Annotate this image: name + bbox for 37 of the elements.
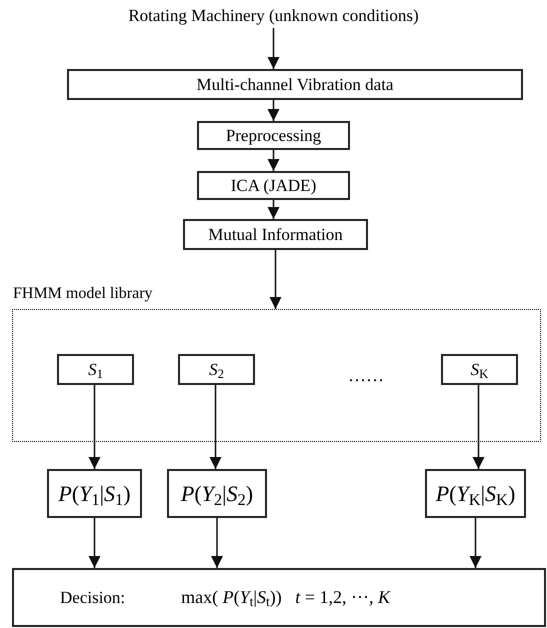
box-label: S$_{2}$ xyxy=(209,358,224,382)
group-heading: FHMM model library xyxy=(13,284,153,304)
process-box xyxy=(183,219,368,250)
arrow xyxy=(211,518,223,568)
decision-formula: max( P(Y$_{t}$|S$_{t}$)) t = 1,2, ⋯, K xyxy=(181,586,390,611)
arrow xyxy=(88,384,100,469)
process-box xyxy=(47,469,142,518)
box-label: ICA (JADE) xyxy=(230,174,316,197)
arrow xyxy=(88,518,100,568)
decision-box xyxy=(12,568,546,627)
ellipsis-label: …… xyxy=(348,364,384,387)
process-box xyxy=(197,171,350,200)
process-box xyxy=(67,69,523,100)
arrow xyxy=(472,384,484,469)
box-label: Preprocessing xyxy=(226,124,322,147)
arrow xyxy=(268,200,280,219)
process-box xyxy=(178,354,255,385)
box-label: S$_{K}$ xyxy=(470,358,488,382)
box-label: S$_{1}$ xyxy=(88,358,103,382)
box-label: Multi-channel Vibration data xyxy=(196,74,394,96)
box-label: Mutual Information xyxy=(208,224,343,246)
arrow xyxy=(268,150,280,171)
arrow xyxy=(210,384,222,469)
process-box xyxy=(441,354,518,385)
process-box xyxy=(425,469,526,518)
box-label: P(Y$_{1}$|S$_{1}$) xyxy=(58,480,131,510)
arrow xyxy=(268,100,280,121)
arrow xyxy=(470,518,482,568)
process-box xyxy=(57,354,134,385)
arrow xyxy=(270,250,282,309)
box-label: P(Y$_{2}$|S$_{2}$) xyxy=(180,480,254,510)
input-label: Rotating Machinery (unknown conditions) xyxy=(128,5,419,28)
box-label: P(Y$_{K}$|S$_{K}$) xyxy=(436,480,516,510)
arrow xyxy=(268,28,280,69)
process-box xyxy=(197,121,350,150)
decision-label: Decision: xyxy=(60,586,126,609)
process-box xyxy=(167,469,267,518)
